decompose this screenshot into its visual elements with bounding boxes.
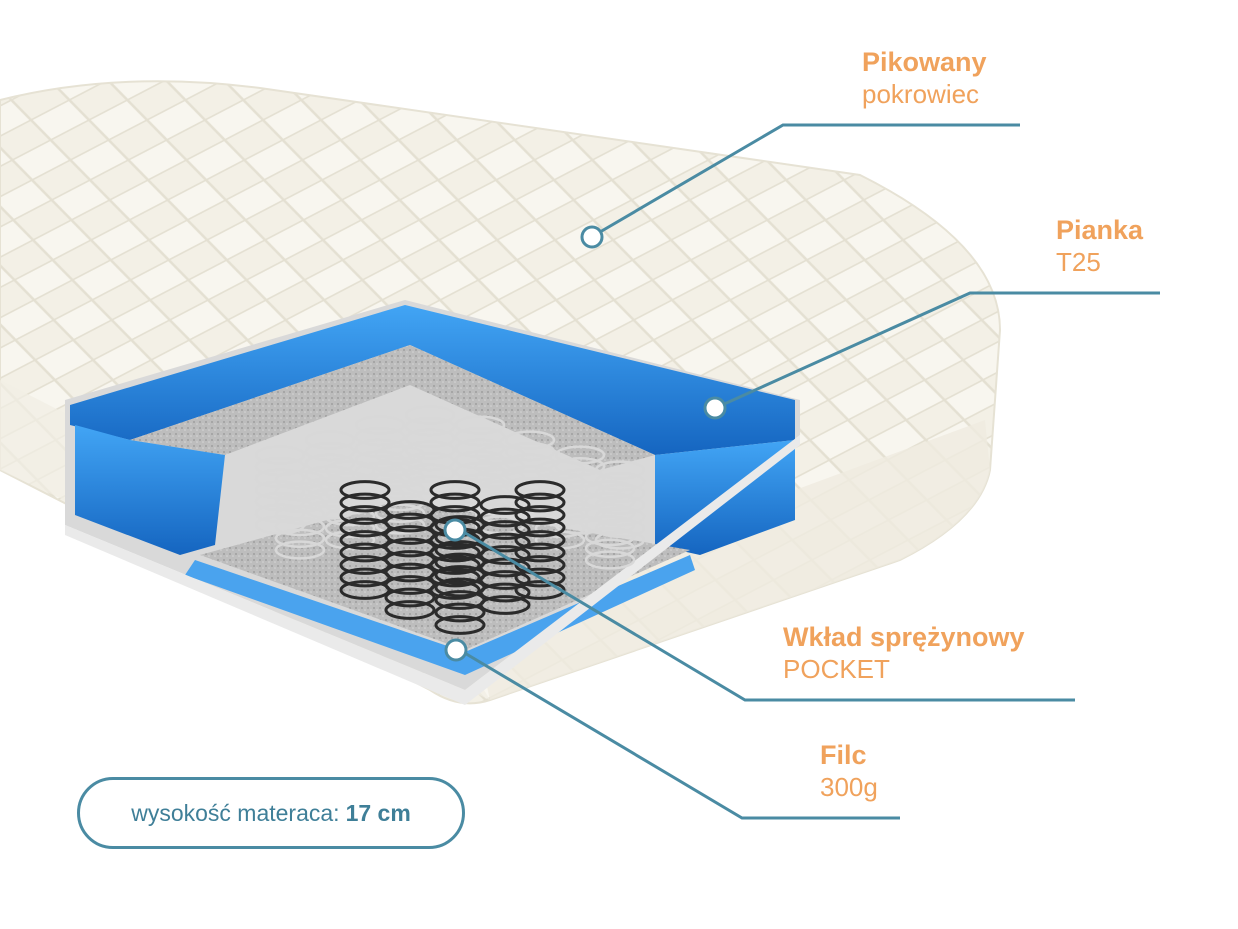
dot-cover bbox=[580, 225, 604, 249]
felt-layer-top bbox=[130, 345, 655, 470]
callout-felt: Filc 300g bbox=[820, 740, 878, 803]
leader-line-springs bbox=[461, 529, 1075, 702]
foam-layer-top bbox=[70, 305, 795, 455]
height-value: 17 cm bbox=[345, 799, 411, 826]
callout-cover-subtitle: pokrowiec bbox=[862, 78, 980, 109]
pocket-springs bbox=[254, 405, 646, 635]
mattress-height-badge: wysokość materaca: 17 cm bbox=[77, 777, 465, 849]
height-label: wysokość materaca: bbox=[131, 799, 340, 826]
leader-line-foam bbox=[721, 291, 1160, 407]
dot-springs bbox=[443, 518, 467, 542]
callout-foam-subtitle: T25 bbox=[1056, 246, 1101, 277]
callout-springs-subtitle: POCKET bbox=[783, 653, 890, 684]
callout-cover: Pikowany pokrowiec bbox=[862, 47, 987, 110]
callout-cover-title: Pikowany bbox=[862, 47, 987, 77]
callout-felt-subtitle: 300g bbox=[820, 771, 878, 802]
leader-dots bbox=[443, 225, 727, 662]
foam-layer-left bbox=[75, 425, 225, 555]
callout-felt-title: Filc bbox=[820, 740, 867, 770]
callout-springs: Wkład sprężynowy POCKET bbox=[783, 622, 1025, 685]
dot-felt bbox=[444, 638, 468, 662]
callout-springs-title: Wkład sprężynowy bbox=[783, 622, 1025, 652]
callout-foam-title: Pianka bbox=[1056, 215, 1144, 245]
spring-coil bbox=[274, 470, 326, 560]
leader-line-cover bbox=[599, 123, 1020, 234]
spring-coil bbox=[514, 480, 566, 600]
callout-foam: Pianka T25 bbox=[1056, 215, 1143, 278]
spring-coil bbox=[404, 405, 456, 495]
spring-coil bbox=[584, 480, 636, 570]
leader-line-felt bbox=[462, 650, 900, 820]
spring-coil bbox=[429, 480, 481, 600]
leader-lines bbox=[461, 123, 1160, 820]
dot-foam bbox=[703, 396, 727, 420]
foam-layer-bottom bbox=[185, 555, 695, 675]
